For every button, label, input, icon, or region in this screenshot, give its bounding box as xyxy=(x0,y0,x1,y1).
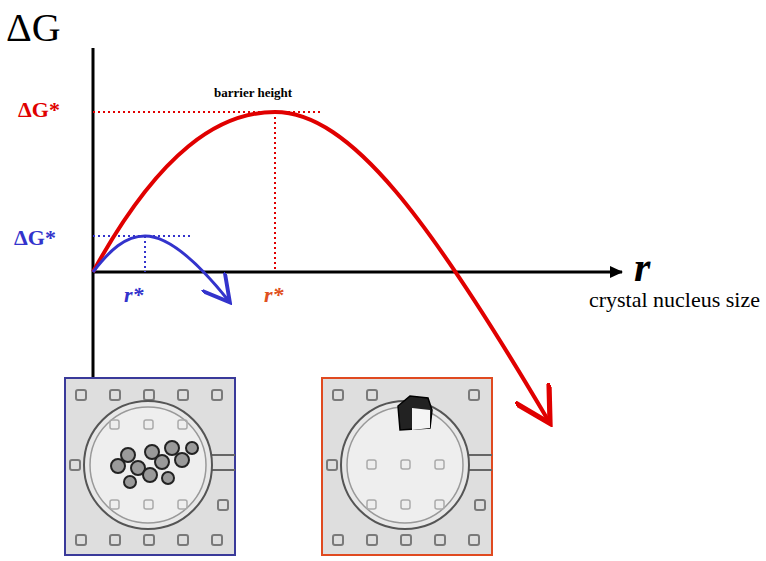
axis-label: ΔG xyxy=(6,6,61,50)
guide-line xyxy=(144,236,146,272)
radius-label: r* xyxy=(124,283,144,307)
micrograph xyxy=(322,378,492,555)
energy-curve xyxy=(93,112,548,420)
axis-label: r xyxy=(634,244,650,290)
x-axis xyxy=(93,271,622,274)
annotation: barrier height xyxy=(214,86,292,100)
crystal xyxy=(398,396,432,430)
guide-line xyxy=(274,112,276,272)
axis-title: crystal nucleus size xyxy=(589,288,760,312)
micrograph xyxy=(65,378,235,555)
barrier-label: ΔG* xyxy=(14,226,56,250)
barrier-label: ΔG* xyxy=(18,98,60,122)
y-axis xyxy=(92,48,95,378)
energy-curve xyxy=(93,236,228,300)
radius-label: r* xyxy=(264,283,284,307)
